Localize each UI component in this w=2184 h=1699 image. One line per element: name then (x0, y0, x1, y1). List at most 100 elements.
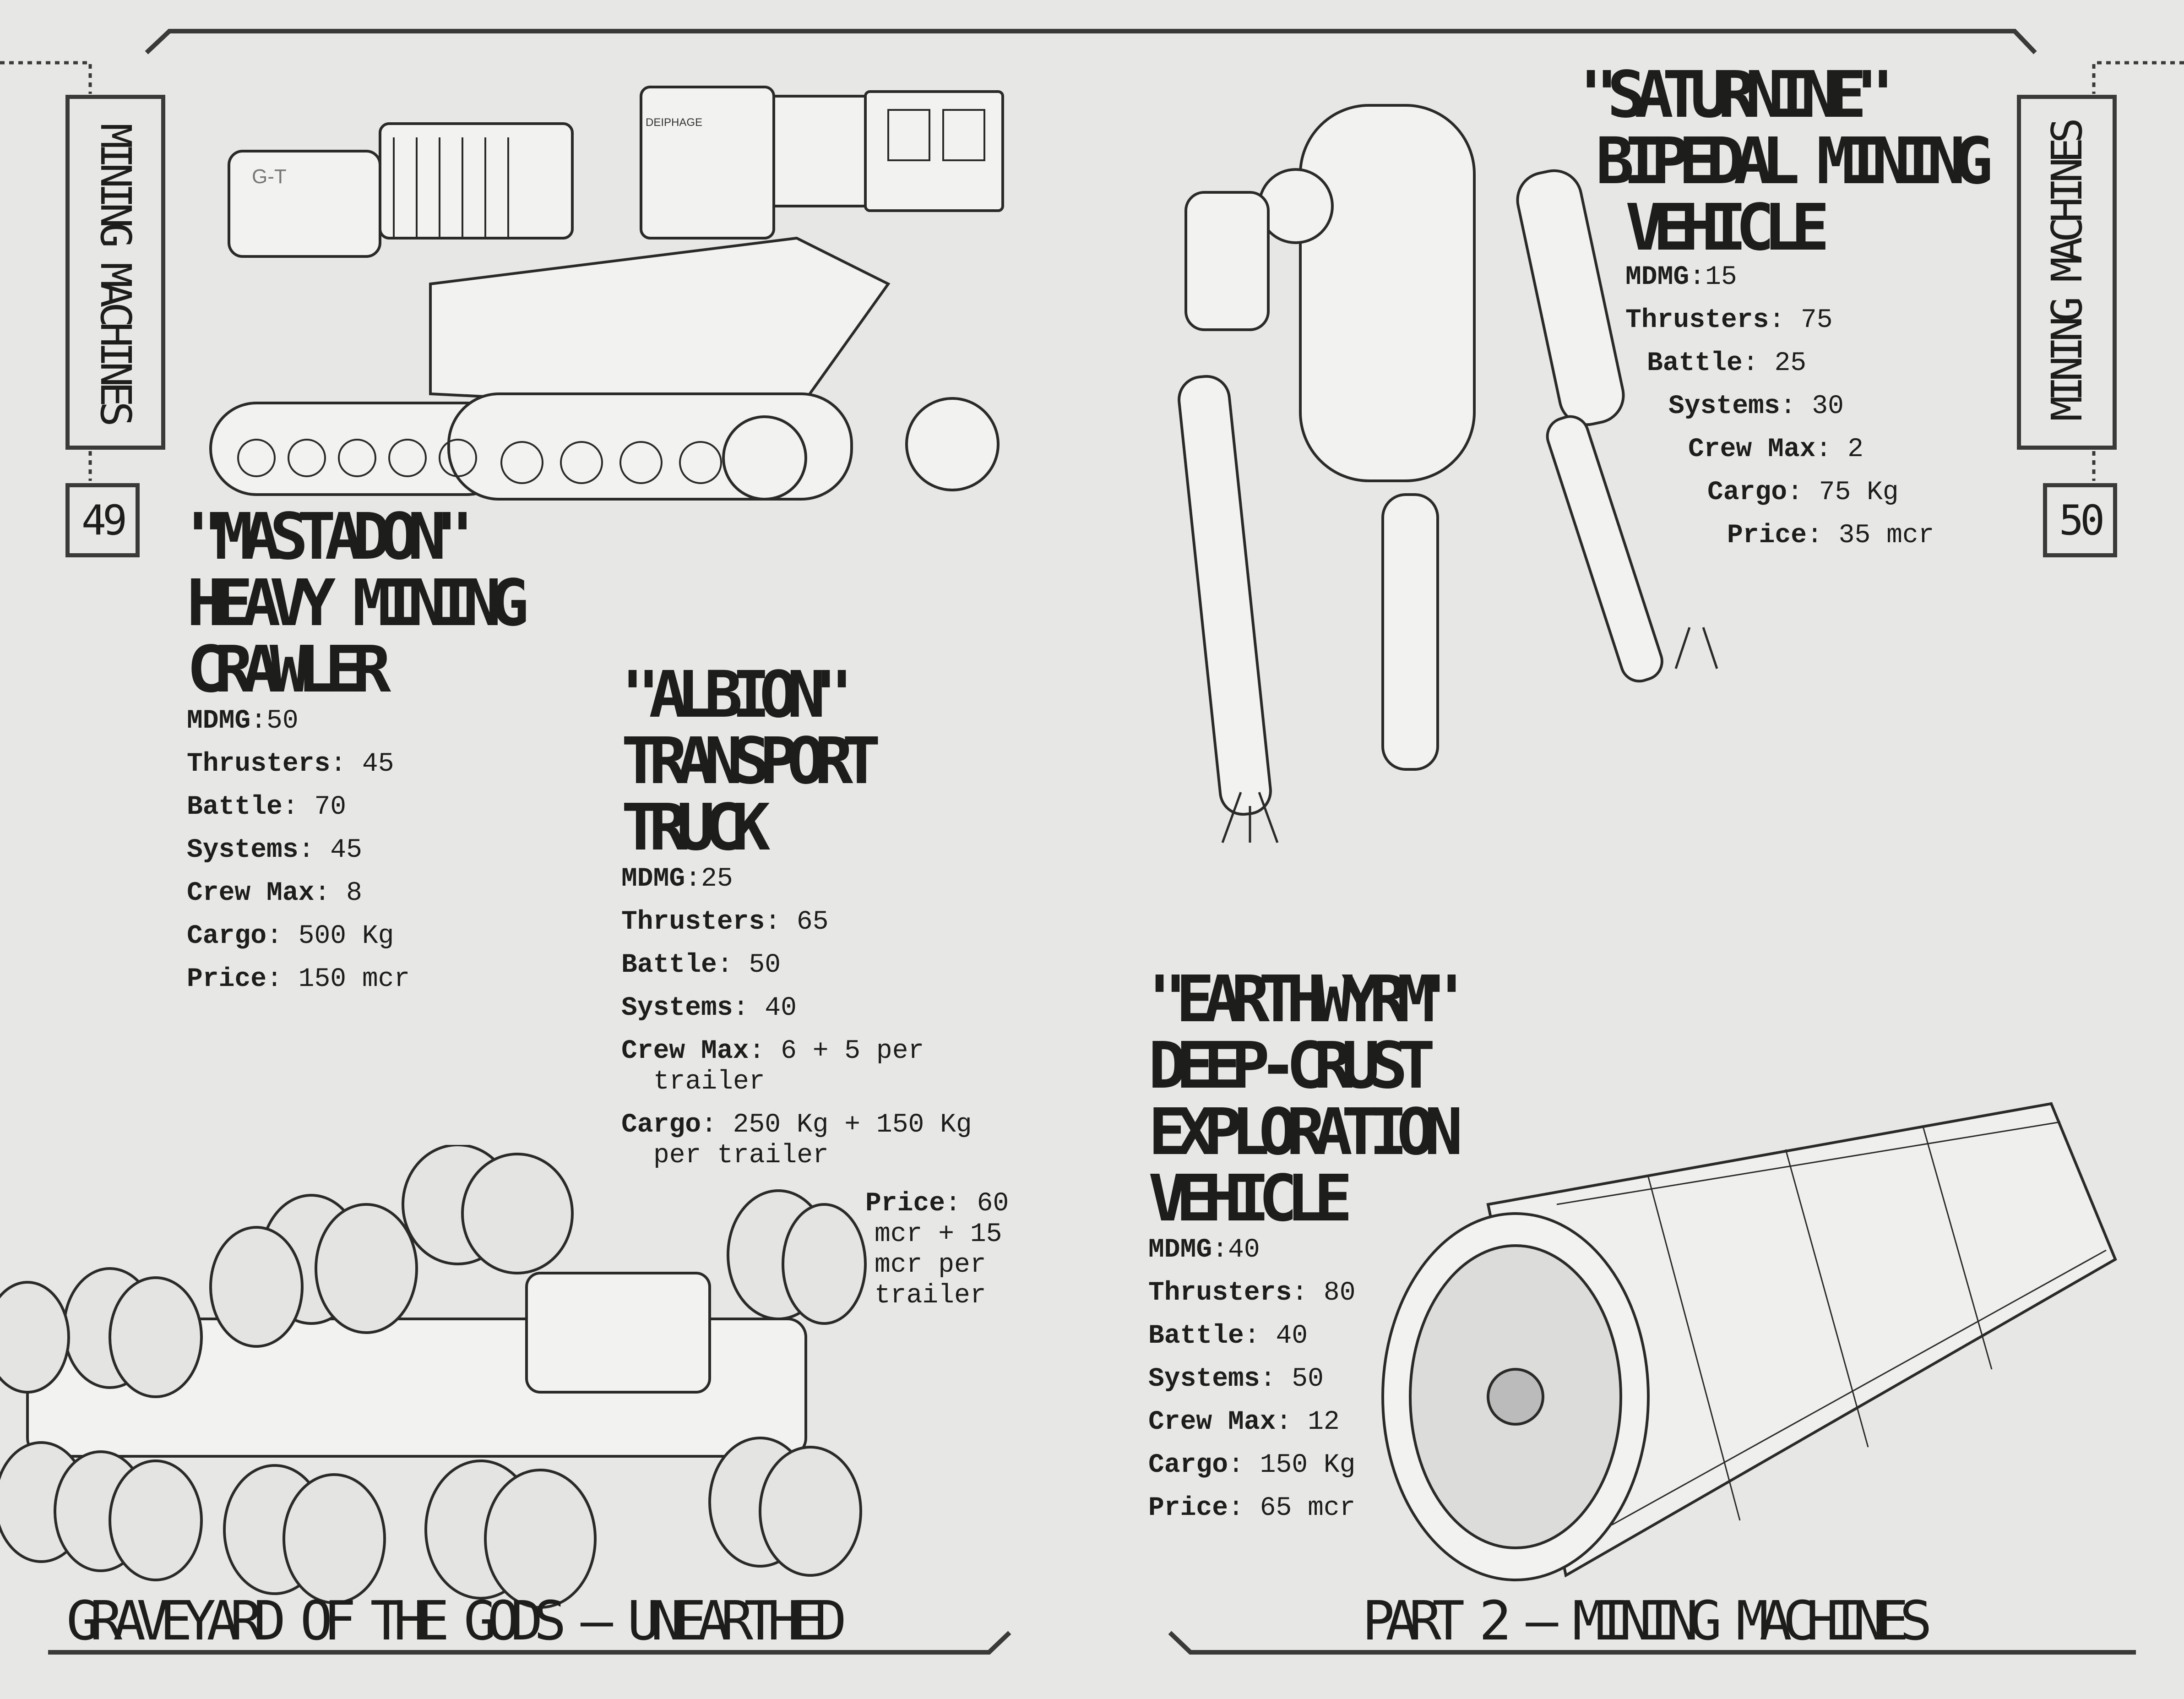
earthwyrm-drill-illustration (1381, 1102, 2117, 1581)
stat-text: : (1769, 305, 1801, 335)
stat-text: 50 (749, 950, 781, 980)
stat-price: Price: 35 mcr (1625, 520, 1982, 551)
stat-battle: Battle: 70 (187, 792, 518, 822)
stat-cargo: Cargo: 500 Kg (187, 921, 518, 952)
stat-text: 25 (701, 864, 733, 894)
stat-text: 30 (1812, 392, 1844, 421)
albion-truck-illustration (0, 1145, 867, 1609)
stat-text: 8 (346, 878, 362, 908)
stat-text: : (717, 950, 749, 980)
stat-systems: Systems: 30 (1625, 391, 1982, 422)
title-line: EXPLORATION (1148, 1095, 1463, 1170)
title-line: "EARTHWYRM" (1148, 962, 1463, 1037)
mastadon-stats: MDMG:50 Thrusters: 45 Battle: 70 Systems… (187, 706, 518, 995)
stat-label: Thrusters (1148, 1278, 1292, 1308)
stat-text: 40 (765, 993, 797, 1023)
stat-label: Cargo (621, 1110, 701, 1140)
earthwyrm-stats: MDMG:40 Thrusters: 80 Battle: 40 Systems… (1148, 1235, 1452, 1524)
stat-text: 45 (362, 749, 394, 779)
stat-text: 75 (1800, 305, 1833, 335)
stat-crew-max: Crew Max: 8 (187, 878, 518, 909)
stat-text: 60 (977, 1189, 1009, 1219)
stat-text: 75 Kg (1819, 478, 1899, 507)
stat-mdmg: MDMG:40 (1148, 1235, 1452, 1265)
stat-text: 2 (1847, 435, 1863, 464)
stat-battle: Battle: 40 (1148, 1321, 1452, 1351)
title-line: TRUCK (621, 790, 770, 865)
stat-text: 50 (266, 706, 299, 736)
albion-title: "ALBION" TRANSPORT TRUCK (621, 662, 972, 861)
stat-text: : (314, 878, 347, 908)
stat-mdmg: MDMG:25 (621, 864, 972, 894)
stat-text: : (1787, 478, 1819, 507)
title-line: HEAVY MINING (187, 566, 529, 641)
title-line: "ALBION" (621, 658, 853, 732)
stat-text: : (1228, 1450, 1260, 1480)
mastadon-title: "MASTADON" HEAVY MINING CRAWLER (187, 504, 529, 703)
stat-label: Crew Max (1688, 435, 1816, 464)
stat-text: : (298, 835, 331, 865)
stat-thrusters: Thrusters: 45 (187, 749, 518, 779)
stat-text: 40 (1276, 1321, 1308, 1351)
stat-label: Crew Max (1148, 1407, 1276, 1437)
stat-text: : (765, 907, 797, 937)
mastadon-block: "MASTADON" HEAVY MINING CRAWLER MDMG:50 … (187, 504, 529, 1007)
stat-label: Crew Max (621, 1036, 749, 1066)
stat-text: : (945, 1189, 977, 1219)
title-line: TRANSPORT (621, 724, 881, 799)
stat-text: 45 (330, 835, 362, 865)
stat-text: : (749, 1036, 781, 1066)
stat-text: 25 (1774, 349, 1807, 378)
page-number-right: 50 (2043, 483, 2117, 557)
stat-mdmg: MDMG:50 (187, 706, 518, 736)
page-number-right-text: 50 (2059, 496, 2105, 545)
stat-label: MDMG (1625, 262, 1690, 292)
stat-text: 35 mcr (1838, 521, 1934, 550)
stat-text: 250 Kg + 150 Kg (733, 1110, 972, 1140)
albion-block: "ALBION" TRANSPORT TRUCK MDMG:25 Thruste… (621, 662, 972, 1183)
stat-price: Price: 150 mcr (187, 964, 518, 995)
stat-label: Battle (621, 950, 717, 980)
stat-text: : (1292, 1278, 1324, 1308)
footer-book-title: GRAVEYARD OF THE GODS – UNEARTHED (66, 1589, 847, 1652)
stat-label: Price (1148, 1493, 1228, 1523)
stat-text: : (1689, 262, 1706, 292)
stat-text: : (1276, 1407, 1308, 1437)
stat-text: : (685, 864, 701, 894)
stat-label: Cargo (1707, 478, 1787, 507)
stat-text: 15 (1705, 262, 1737, 292)
stat-text: 65 mcr (1260, 1493, 1356, 1523)
stat-text: 65 (796, 907, 829, 937)
stat-text: 150 Kg (1260, 1450, 1356, 1480)
stat-cargo: Cargo: 75 Kg (1625, 477, 1982, 508)
stat-mdmg: MDMG:15 (1625, 262, 1982, 293)
title-line: VEHICLE (1625, 191, 1830, 265)
stat-label: Battle (187, 792, 283, 822)
stat-label: Systems (621, 993, 733, 1023)
stat-text: : (1244, 1321, 1276, 1351)
stat-label: Thrusters (1625, 305, 1769, 335)
saturnine-block: "SATURNINE" BIPEDAL MINING VEHICLE MDMG:… (1580, 62, 1993, 563)
stat-crew-max: Crew Max: 12 (1148, 1407, 1452, 1438)
stat-text: : (1742, 349, 1775, 378)
stat-cargo: Cargo: 150 Kg (1148, 1450, 1452, 1481)
stat-text: : (1260, 1364, 1292, 1394)
stat-label: Cargo (1148, 1450, 1228, 1480)
illustration-text-deiphage: DEIPHAGE (646, 116, 702, 129)
stat-text: : (266, 964, 299, 994)
stat-label: Crew Max (187, 878, 315, 908)
stat-label: MDMG (187, 706, 251, 736)
stat-label: Cargo (187, 921, 267, 951)
saturnine-stats: MDMG:15 Thrusters: 75 Battle: 25 Systems… (1580, 262, 1982, 551)
page-number-left: 49 (65, 483, 140, 557)
stat-label: MDMG (621, 864, 685, 894)
stat-label: Price (865, 1189, 945, 1219)
footer-part-title: PART 2 – MINING MACHINES (1362, 1589, 1932, 1652)
stat-text: : (282, 792, 315, 822)
stat-label: Thrusters (187, 749, 331, 779)
stat-label: MDMG (1148, 1235, 1212, 1265)
side-tab-right-label: MINING MACHINES (2042, 123, 2092, 421)
stat-battle: Battle: 50 (621, 950, 972, 980)
